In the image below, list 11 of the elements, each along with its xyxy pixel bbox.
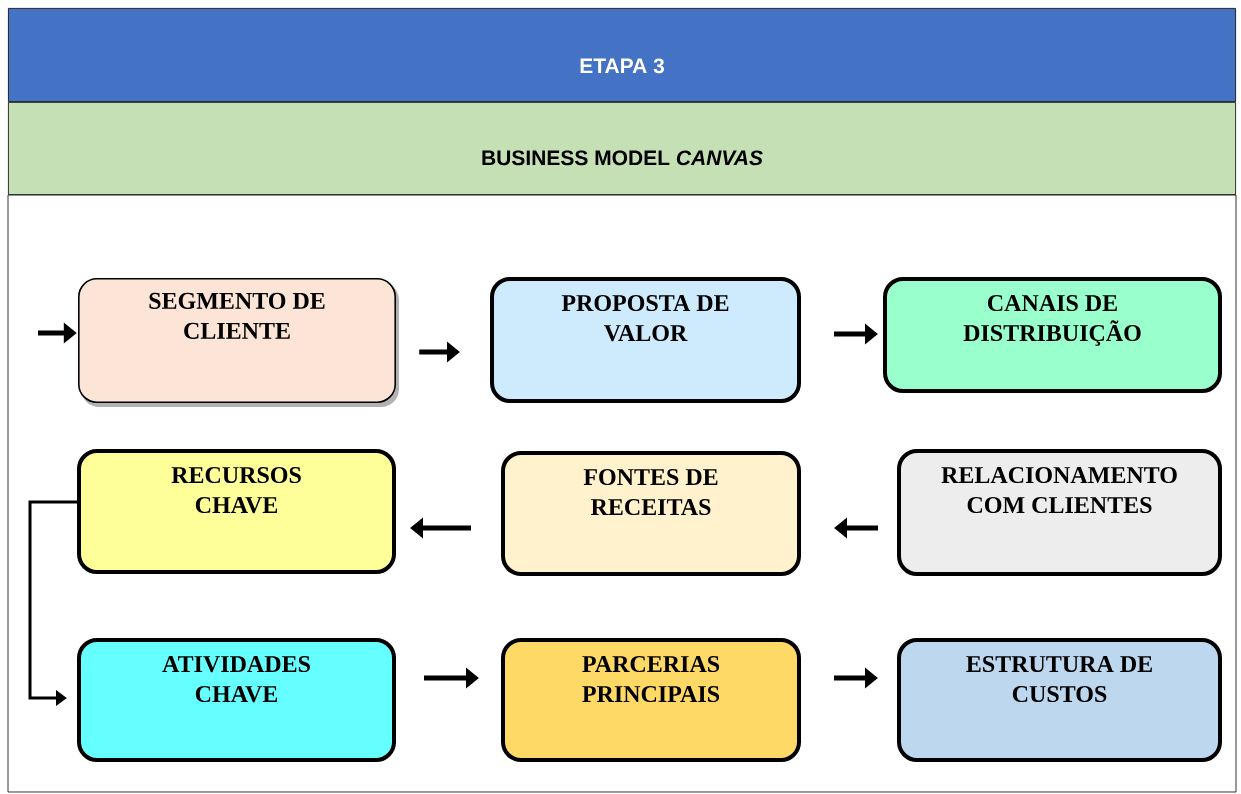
header-band: ETAPA 3 [8,8,1236,102]
header-band: BUSINESS MODEL CANVAS [8,102,1236,195]
process-box: ESTRUTURA DE CUSTOS [897,638,1222,762]
process-box: PARCERIAS PRINCIPAIS [501,638,801,762]
process-box: RECURSOS CHAVE [77,449,396,574]
process-box: PROPOSTA DE VALOR [490,277,801,403]
process-box: CANAIS DE DISTRIBUIÇÃO [883,277,1222,393]
process-box: SEGMENTO DE CLIENTE [78,278,399,407]
process-box: ATIVIDADES CHAVE [77,638,396,762]
process-box: RELACIONAMENTO COM CLIENTES [897,449,1222,576]
process-box: FONTES DE RECEITAS [501,451,801,576]
